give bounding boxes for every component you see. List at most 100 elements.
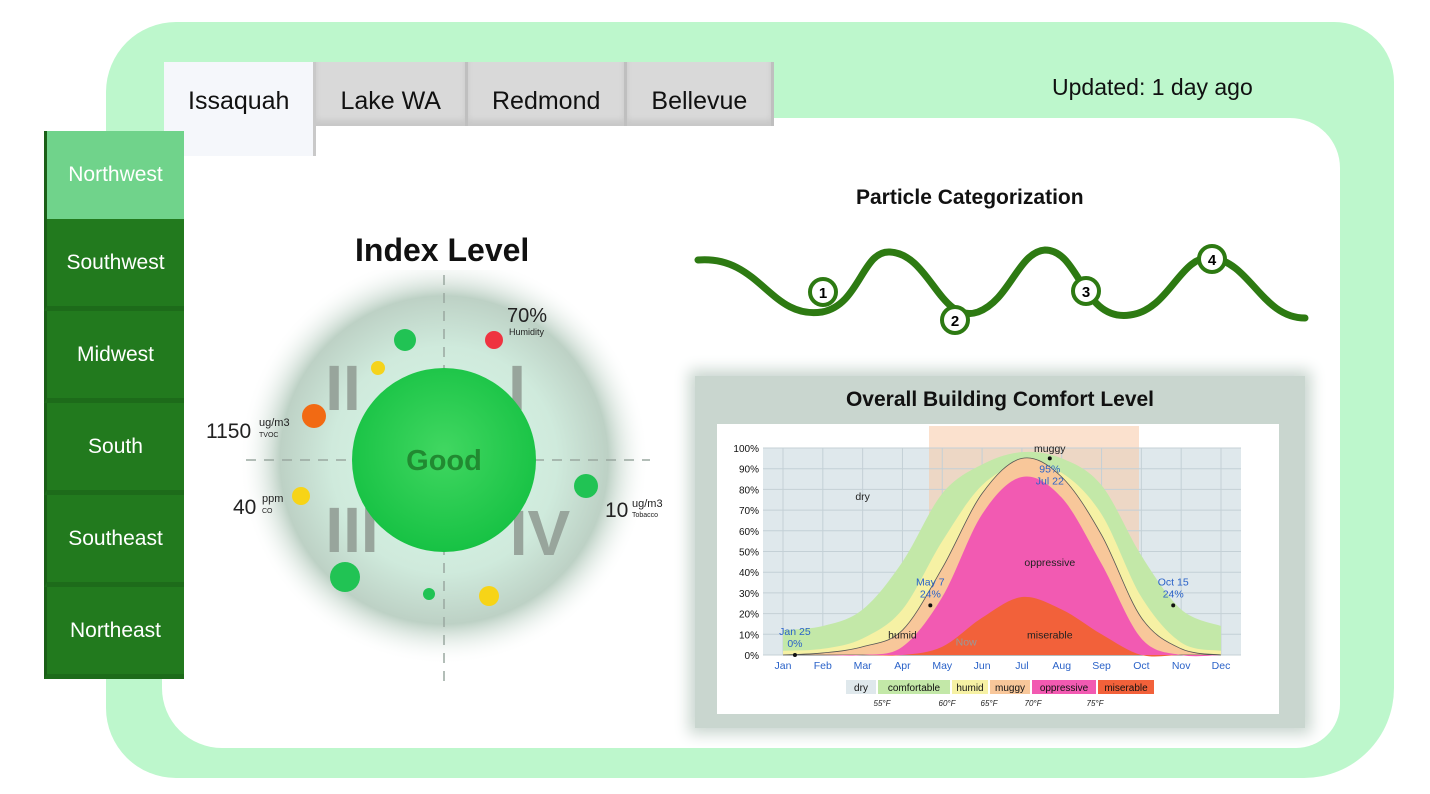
y-tick-label: 70%	[739, 506, 759, 517]
y-tick-label: 60%	[739, 527, 759, 538]
annotation-point	[792, 653, 797, 657]
x-tick-label: Apr	[894, 660, 911, 672]
particle-step-1[interactable]: 1	[808, 277, 838, 307]
band-label-dry: dry	[855, 491, 870, 503]
co-unit: ppm	[262, 493, 283, 505]
annotation-value: 24%	[1163, 588, 1184, 600]
legend-swatch-dry	[846, 680, 876, 694]
y-tick-label: 30%	[739, 589, 759, 600]
svg-text:4: 4	[1208, 252, 1217, 269]
x-tick-label: Feb	[814, 660, 832, 672]
quadrant-label-2: II	[325, 352, 361, 424]
region-midwest[interactable]: Midwest	[44, 311, 184, 403]
region-south[interactable]: South	[44, 403, 184, 495]
sensor-dot[interactable]	[371, 361, 385, 375]
sensor-dot-tvoc[interactable]	[302, 404, 326, 428]
tab-redmond[interactable]: Redmond	[467, 62, 628, 126]
particle-wave: 1 2 3 4	[694, 244, 1309, 335]
co-label: CO	[262, 508, 273, 515]
legend-temp: 70°F	[1025, 699, 1043, 708]
sensor-dot-humidity[interactable]	[485, 331, 503, 349]
legend-swatch-miserable	[1098, 680, 1154, 694]
y-tick-label: 80%	[739, 485, 759, 496]
area-series-oppressive	[783, 476, 1221, 657]
annotation-value: 24%	[920, 588, 941, 600]
co-value: 40	[233, 496, 256, 519]
svg-text:2: 2	[951, 313, 959, 330]
annotation-value: 0%	[787, 638, 802, 650]
region-northwest[interactable]: Northwest	[44, 131, 184, 219]
region-southeast[interactable]: Southeast	[44, 495, 184, 587]
legend-label-muggy: muggy	[995, 683, 1025, 694]
comfort-chart-title: Overall Building Comfort Level	[845, 388, 1155, 411]
region-sidebar: Northwest Southwest Midwest South Southe…	[44, 131, 184, 679]
legend-label-dry: dry	[854, 683, 868, 694]
tab-lake-wa[interactable]: Lake WA	[316, 62, 468, 126]
sensor-dot[interactable]	[330, 562, 360, 592]
band-label-oppressive: oppressive	[1024, 557, 1075, 569]
x-tick-label: Nov	[1172, 660, 1191, 672]
tvoc-value: 1150	[206, 420, 251, 443]
legend-label-humid: humid	[956, 683, 983, 694]
band-label-miserable: miserable	[1027, 629, 1073, 641]
y-tick-label: 50%	[739, 548, 759, 559]
annotation-label: Oct 15	[1158, 576, 1189, 588]
tobacco-unit: ug/m3	[632, 498, 663, 510]
y-tick-label: 100%	[733, 444, 759, 455]
sensor-dot[interactable]	[394, 329, 416, 351]
tab-bellevue[interactable]: Bellevue	[627, 62, 775, 126]
legend-temp: 65°F	[981, 699, 999, 708]
legend-temp: 75°F	[1087, 699, 1105, 708]
sensor-dot-tobacco[interactable]	[574, 474, 598, 498]
x-tick-label: Aug	[1052, 660, 1071, 672]
x-tick-label: Jun	[974, 660, 991, 672]
x-tick-label: Jan	[775, 660, 792, 672]
annotation-label: Jan 25	[779, 626, 811, 638]
x-tick-label: May	[932, 660, 953, 672]
tab-issaquah[interactable]: Issaquah	[164, 62, 317, 156]
region-northeast[interactable]: Northeast	[44, 587, 184, 679]
annotation-label: May 7	[916, 576, 945, 588]
legend-label-miserable: miserable	[1104, 683, 1148, 694]
y-tick-label: 10%	[739, 630, 759, 641]
sensor-dot-co[interactable]	[292, 487, 310, 505]
area-series-miserable	[783, 596, 1221, 657]
legend-swatch-humid	[952, 680, 988, 694]
particle-title: Particle Categorization	[856, 186, 1084, 209]
location-tabs: Issaquah Lake WA Redmond Bellevue	[164, 62, 775, 156]
band-label-now: Now	[956, 637, 977, 649]
index-level-title: Index Level	[355, 232, 530, 268]
band-label-humid: humid	[888, 629, 917, 641]
y-tick-label: 90%	[739, 465, 759, 476]
particle-step-3[interactable]: 3	[1071, 276, 1101, 306]
x-tick-label: Mar	[854, 660, 873, 672]
x-tick-label: Oct	[1133, 660, 1149, 672]
x-tick-label: Dec	[1212, 660, 1231, 672]
updated-status: Updated: 1 day ago	[1052, 74, 1253, 100]
sensor-dot[interactable]	[423, 588, 435, 600]
annotation-value: Jul 22	[1036, 475, 1064, 487]
region-southwest[interactable]: Southwest	[44, 219, 184, 311]
tobacco-value: 10	[605, 499, 628, 522]
comfort-chart-card: Overall Building Comfort Level 0% 10% 20% 3…	[695, 376, 1305, 728]
sensor-dot[interactable]	[479, 586, 499, 606]
legend-temp: 60°F	[939, 699, 957, 708]
tobacco-label: Tobacco	[632, 512, 658, 519]
svg-text:3: 3	[1082, 284, 1090, 301]
index-status: Good	[406, 445, 482, 477]
annotation-label: 95%	[1039, 463, 1060, 475]
y-tick-label: 0%	[745, 651, 760, 662]
tvoc-label: TVOC	[259, 432, 278, 439]
index-gauge: I II III IV Good 70% Humidity 1150 ug/m3…	[206, 270, 663, 685]
legend-swatch-muggy	[990, 680, 1030, 694]
tvoc-unit: ug/m3	[259, 417, 290, 429]
annotation-point	[928, 603, 933, 608]
annotation-point	[1047, 456, 1052, 461]
particle-step-4[interactable]: 4	[1197, 244, 1227, 274]
particle-step-2[interactable]: 2	[940, 305, 970, 335]
band-label-muggy: muggy	[1034, 443, 1066, 455]
legend-label-oppressive: oppressive	[1040, 683, 1089, 694]
legend-swatch-oppressive	[1032, 680, 1096, 694]
y-tick-label: 20%	[739, 610, 759, 621]
